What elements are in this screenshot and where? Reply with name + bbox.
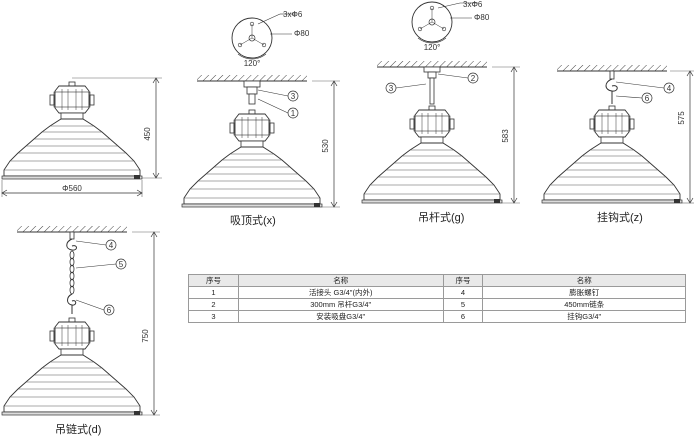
- union-joint: [246, 86, 258, 95]
- callout-5-chain: 5: [119, 260, 124, 269]
- hole-spec-label-2: 3xΦ6: [463, 0, 483, 9]
- ceiling-slab-4: [16, 225, 128, 233]
- dim-height-chain: 750: [141, 329, 150, 343]
- lamp-body-ceiling: [181, 109, 323, 208]
- table-cell: 4: [442, 286, 484, 299]
- parts-table: 序号 名称 序号 名称 1 活接头 G3/4"(内外) 4 膨胀螺钉 2 300…: [188, 274, 686, 323]
- table-cell: 6: [442, 310, 484, 323]
- figure-ceiling-mount: 3xΦ6 Φ80 120° 3 1 530: [181, 10, 340, 208]
- lamp-body-hook: [541, 105, 683, 204]
- ceiling-slab-2: [376, 60, 488, 68]
- callout-6-hook: 6: [645, 94, 650, 103]
- table-cell: 挂钩G3/4": [482, 310, 686, 323]
- callout-3-pole: 3: [389, 84, 394, 93]
- parts-table-header: 序号 名称 序号 名称: [188, 274, 686, 287]
- ceiling-slab: [196, 74, 308, 82]
- mounting-plate: [243, 80, 261, 88]
- figure-plain-lamp: 450 Φ560: [1, 77, 162, 197]
- callout-1: 1: [291, 109, 296, 118]
- header-name: 名称: [237, 274, 444, 287]
- hole-angle-label: 120°: [244, 59, 261, 68]
- ceiling-slab-3: [556, 64, 668, 72]
- header-index-2: 序号: [442, 274, 484, 287]
- table-cell: 膨胀螺钉: [482, 286, 686, 299]
- mounting-plate-top-view-2: [411, 1, 453, 44]
- dim-height-hook: 575: [677, 111, 686, 125]
- table-cell: 300mm 吊杆G3/4": [237, 298, 444, 311]
- mounting-plate-top-view: [231, 17, 273, 60]
- figure-chain-mount: 4 5 6 750: [1, 225, 160, 416]
- callout-4-hook: 4: [667, 84, 672, 93]
- callout-6-chain: 6: [107, 306, 112, 315]
- dim-height-pole: 583: [501, 129, 510, 143]
- hole-spec-label: 3xΦ6: [283, 10, 303, 19]
- caption-ceiling-mount: 吸顶式(x): [230, 214, 276, 227]
- dim-height-plain: 450: [143, 127, 152, 141]
- dim-height-ceiling: 530: [321, 139, 330, 153]
- hole-angle-label-2: 120°: [424, 43, 441, 52]
- table-row: 3 安装吸盘G3/4" 6 挂钩G3/4": [188, 310, 686, 323]
- caption-pole-mount: 吊杆式(g): [418, 210, 464, 224]
- header-name-2: 名称: [482, 274, 686, 287]
- chain-hook-top: [66, 238, 77, 251]
- table-row: 1 活接头 G3/4"(内外) 4 膨胀螺钉: [188, 286, 686, 299]
- table-row: 2 300mm 吊杆G3/4" 5 450mm链条: [188, 298, 686, 311]
- callout-3: 3: [291, 92, 296, 101]
- figure-pole-mount: 3xΦ6 Φ80 120° 2 3 583: [361, 0, 520, 204]
- plate-diameter-label-2: Φ80: [474, 13, 490, 22]
- suspension-rod: [429, 77, 435, 105]
- table-cell: 2: [188, 298, 239, 311]
- caption-chain-mount: 吊链式(d): [55, 422, 101, 436]
- table-cell: 450mm链条: [482, 298, 686, 311]
- chain: [69, 250, 75, 295]
- caption-hook-mount: 挂钩式(z): [597, 210, 643, 224]
- expansion-screw: [609, 70, 615, 80]
- lamp-body-pole: [361, 105, 503, 204]
- plate-diameter-label: Φ80: [294, 29, 310, 38]
- table-cell: 活接头 G3/4"(内外): [237, 286, 444, 299]
- lamp-body-plain: [1, 81, 143, 180]
- callout-4-chain: 4: [109, 241, 114, 250]
- table-cell: 安装吸盘G3/4": [237, 310, 444, 323]
- dim-base-diameter: Φ560: [62, 184, 82, 193]
- table-cell: 1: [188, 286, 239, 299]
- lamp-body-chain: [1, 317, 143, 416]
- callout-2: 2: [471, 74, 476, 83]
- header-index: 序号: [188, 274, 239, 287]
- hook: [605, 78, 618, 92]
- table-cell: 3: [188, 310, 239, 323]
- figure-hook-mount: 4 6 575: [541, 64, 694, 204]
- chain-hook-bottom: [67, 293, 77, 306]
- table-cell: 5: [442, 298, 484, 311]
